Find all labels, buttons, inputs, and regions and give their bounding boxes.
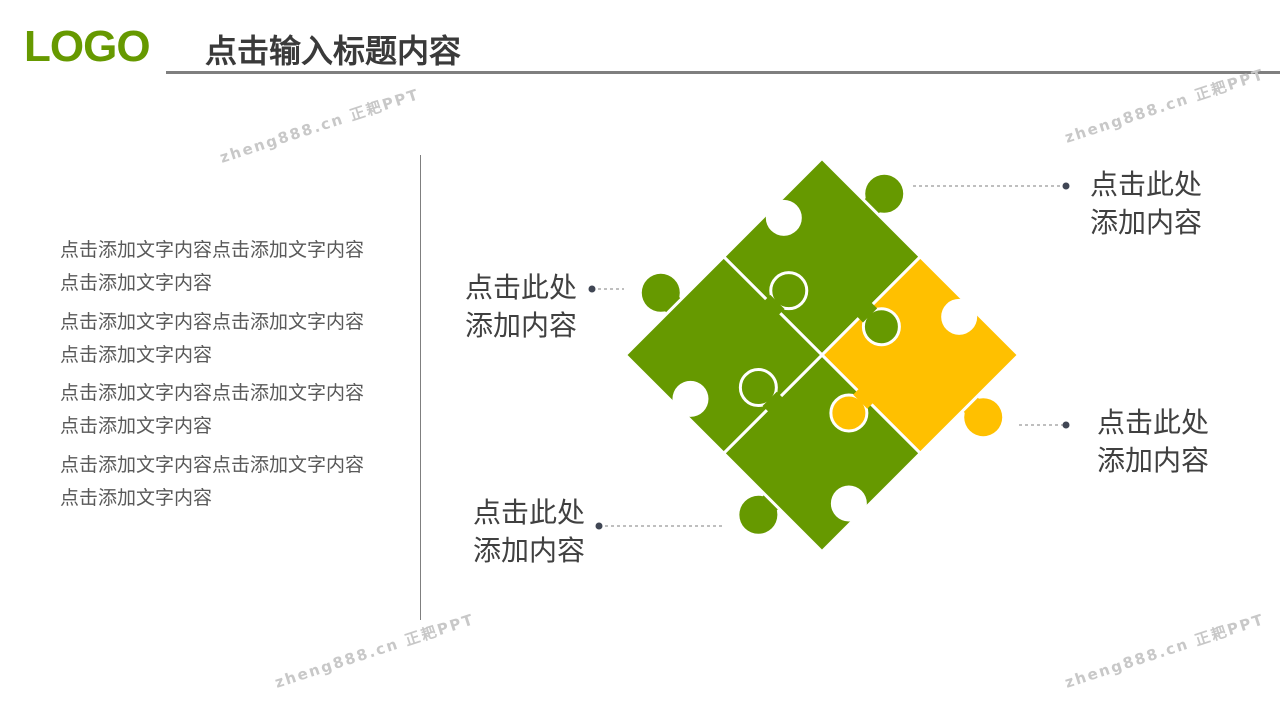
label-top-right[interactable]: 点击此处添加内容 — [1090, 168, 1203, 239]
puzzle-blank — [765, 199, 802, 236]
connector-dot — [595, 522, 603, 530]
connector-dot — [1062, 421, 1070, 429]
text-paragraph-1[interactable]: 点击添加文字内容点击添加文字内容点击添加文字内容 — [60, 239, 365, 294]
text-paragraph-4[interactable]: 点击添加文字内容点击添加文字内容点击添加文字内容 — [60, 454, 365, 509]
title-divider — [166, 71, 1280, 74]
vertical-divider — [420, 155, 421, 620]
text-paragraph-3[interactable]: 点击添加文字内容点击添加文字内容点击添加文字内容 — [60, 382, 365, 437]
label-bottom-left[interactable]: 点击此处添加内容 — [473, 496, 586, 567]
label-right[interactable]: 点击此处添加内容 — [1097, 406, 1210, 477]
connector-dot — [1062, 182, 1070, 190]
connector-lines — [592, 185, 1066, 527]
logo: LOGO — [24, 22, 151, 71]
text-paragraph-2[interactable]: 点击添加文字内容点击添加文字内容点击添加文字内容 — [60, 311, 365, 366]
puzzle-blank — [672, 380, 709, 417]
label-left[interactable]: 点击此处添加内容 — [465, 271, 578, 342]
puzzle-blank — [830, 485, 867, 522]
connector-dot — [588, 285, 596, 293]
puzzle-blank — [941, 298, 978, 335]
page-title[interactable]: 点击输入标题内容 — [205, 32, 462, 70]
